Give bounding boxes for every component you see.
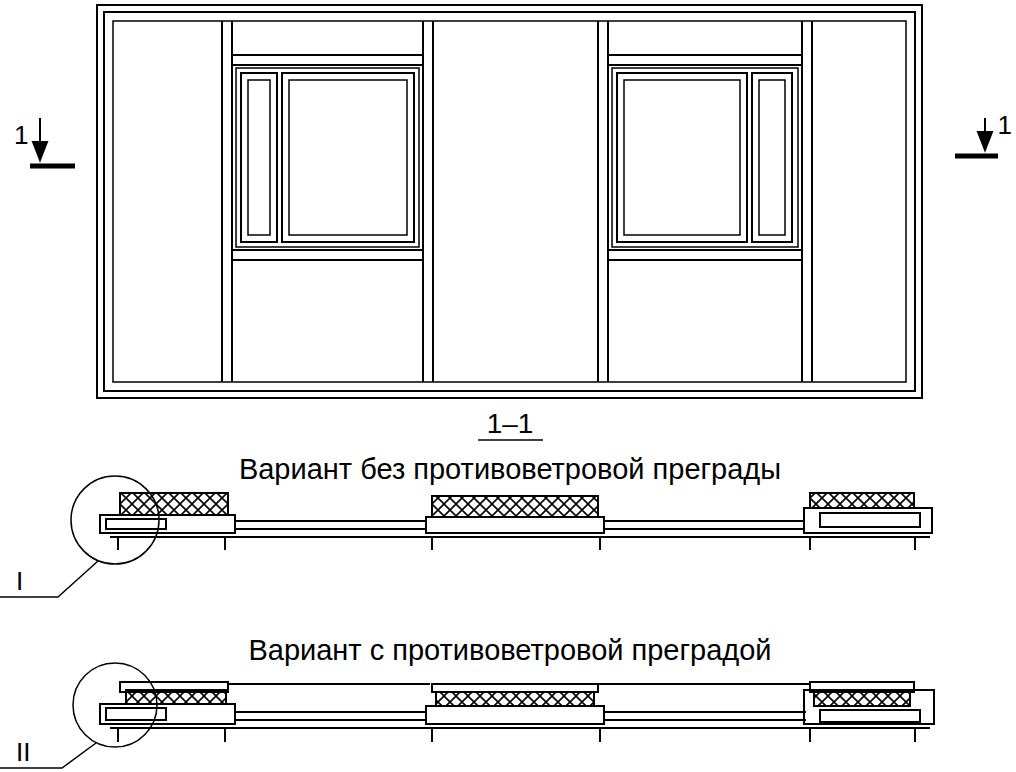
section-strip — [0, 663, 934, 768]
section-title: 1–1 — [487, 410, 534, 438]
variant-caption: Вариант без противоветровой преграды — [239, 455, 781, 484]
section-mark-number: 1 — [14, 122, 28, 148]
callout-number: II — [16, 739, 30, 765]
variant-caption: Вариант с противоветровой преградой — [248, 636, 771, 665]
panel-outline — [97, 5, 922, 398]
section-strip — [0, 476, 932, 597]
callout-number: I — [16, 568, 23, 594]
section-mark-number: 1 — [998, 112, 1012, 138]
